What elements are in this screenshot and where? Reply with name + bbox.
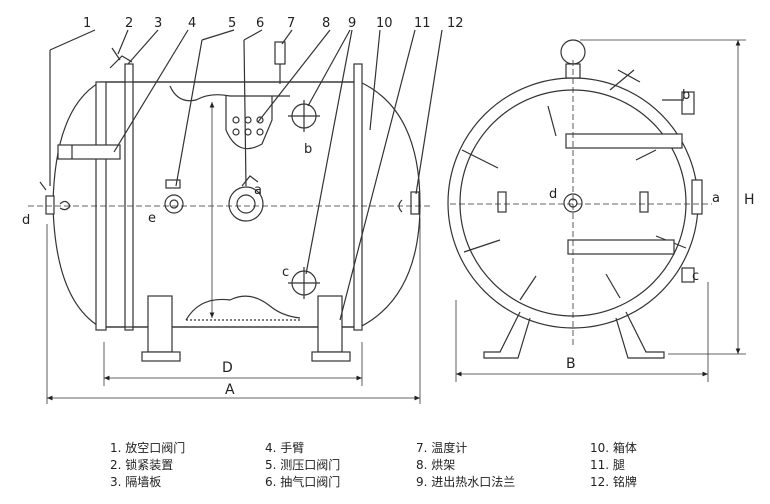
side-port-b: b <box>304 142 312 157</box>
thermometer <box>274 41 286 65</box>
dimension-A: A <box>225 382 235 398</box>
callout-6: 6 <box>256 16 264 31</box>
callout-3: 3 <box>154 16 162 31</box>
side-port-c: c <box>282 265 289 280</box>
port-e-valve <box>164 194 184 214</box>
callout-9: 9 <box>348 16 356 31</box>
front-port-d: d <box>549 187 557 202</box>
callout-12: 12 <box>447 16 464 31</box>
legend-item: 6. 抽气口阀门 <box>265 475 341 489</box>
legend-item: 10. 箱体 <box>590 441 637 455</box>
dimension-D: D <box>222 360 233 376</box>
callout-10: 10 <box>376 16 393 31</box>
callout-7: 7 <box>287 16 295 31</box>
callout-8: 8 <box>322 16 330 31</box>
partition-plate <box>124 63 134 331</box>
nameplate <box>410 191 420 215</box>
callout-4: 4 <box>188 16 196 31</box>
legend-column-3: 7. 温度计 8. 烘架 9. 进出热水口法兰 <box>416 440 515 491</box>
front-port-c: c <box>692 269 699 284</box>
arm <box>57 144 121 160</box>
front-center-port <box>563 193 583 213</box>
legend-item: 7. 温度计 <box>416 441 468 455</box>
leg-left <box>147 295 173 353</box>
legend-item: 11. 腿 <box>590 458 625 472</box>
legend-item: 4. 手臂 <box>265 441 305 455</box>
legend-column-4: 10. 箱体 11. 腿 12. 铭牌 <box>590 440 637 491</box>
side-port-a: a <box>254 183 262 198</box>
front-port-a: a <box>712 191 720 206</box>
leg-right <box>317 295 343 353</box>
body-flange-right <box>353 63 363 331</box>
dimension-B: B <box>566 356 576 372</box>
legend-column-1: 1. 放空口阀门 2. 锁紧装置 3. 隔墙板 <box>110 440 185 491</box>
callout-5: 5 <box>228 16 236 31</box>
callout-1: 1 <box>83 16 91 31</box>
legend-item: 9. 进出热水口法兰 <box>416 475 516 489</box>
legend-item: 3. 隔墙板 <box>110 475 162 489</box>
legend-item: 1. 放空口阀门 <box>110 441 186 455</box>
legend-item: 2. 锁紧装置 <box>110 458 174 472</box>
front-port-b: b <box>682 88 690 103</box>
callout-11: 11 <box>414 16 431 31</box>
legend-column-2: 4. 手臂 5. 测压口阀门 6. 抽气口阀门 <box>265 440 340 491</box>
legend-item: 12. 铭牌 <box>590 475 637 489</box>
side-port-d: d <box>22 213 30 228</box>
port-a-valve <box>228 186 264 222</box>
callout-2: 2 <box>125 16 133 31</box>
dimension-H: H <box>744 192 755 208</box>
legend-item: 5. 测压口阀门 <box>265 458 341 472</box>
side-port-e: e <box>148 211 156 226</box>
legend-item: 8. 烘架 <box>416 458 456 472</box>
